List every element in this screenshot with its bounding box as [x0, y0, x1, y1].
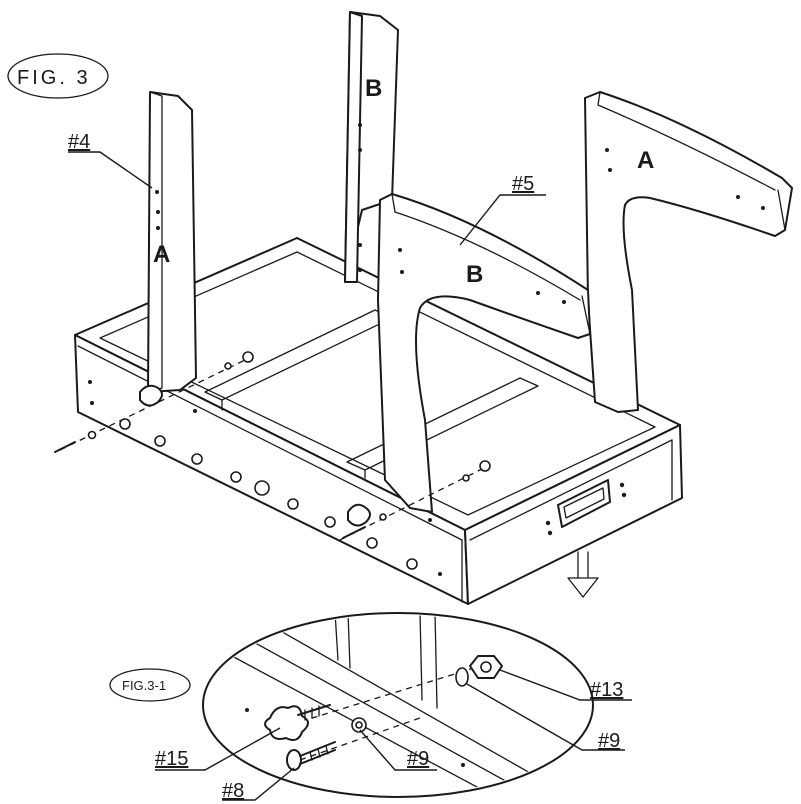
down-arrow-icon: [567, 551, 599, 598]
callout-part9-upper: #9: [466, 683, 625, 752]
panel-a-right: A: [584, 91, 793, 413]
figure-title-badge: FIG. 3: [7, 53, 109, 99]
callout-part4: #4: [68, 131, 153, 189]
callout-label-part13: #13: [590, 679, 623, 701]
base-frame: [74, 237, 683, 605]
detail-title: FIG.3-1: [122, 678, 166, 693]
panel-label-a-right: A: [637, 147, 654, 174]
callout-label-part4: #4: [68, 131, 90, 153]
callout-part9-lower: #9: [359, 729, 437, 771]
hardware-right: [339, 460, 491, 541]
panel-b-back: B: [344, 11, 399, 283]
panel-label-b-front: B: [466, 261, 483, 288]
callout-label-part5: #5: [512, 173, 534, 195]
panel-a-left: A: [147, 91, 197, 393]
callout-part5: #5: [459, 173, 546, 246]
hardware-left: [54, 351, 254, 453]
callout-label-part8: #8: [222, 780, 244, 802]
callout-part8: #8: [222, 767, 295, 802]
callout-label-part9-upper: #9: [598, 730, 620, 752]
callout-part13: #13: [499, 669, 632, 701]
panel-label-b-back: B: [365, 75, 382, 102]
detail-view: FIG.3-1: [109, 612, 594, 798]
callout-label-part9-lower: #9: [407, 748, 429, 770]
callout-label-part15: #15: [155, 748, 188, 770]
callout-part15: #15: [155, 727, 281, 771]
figure-title: FIG. 3: [17, 67, 91, 89]
panel-label-a-left: A: [153, 241, 170, 268]
panel-b-front: B: [377, 193, 591, 513]
